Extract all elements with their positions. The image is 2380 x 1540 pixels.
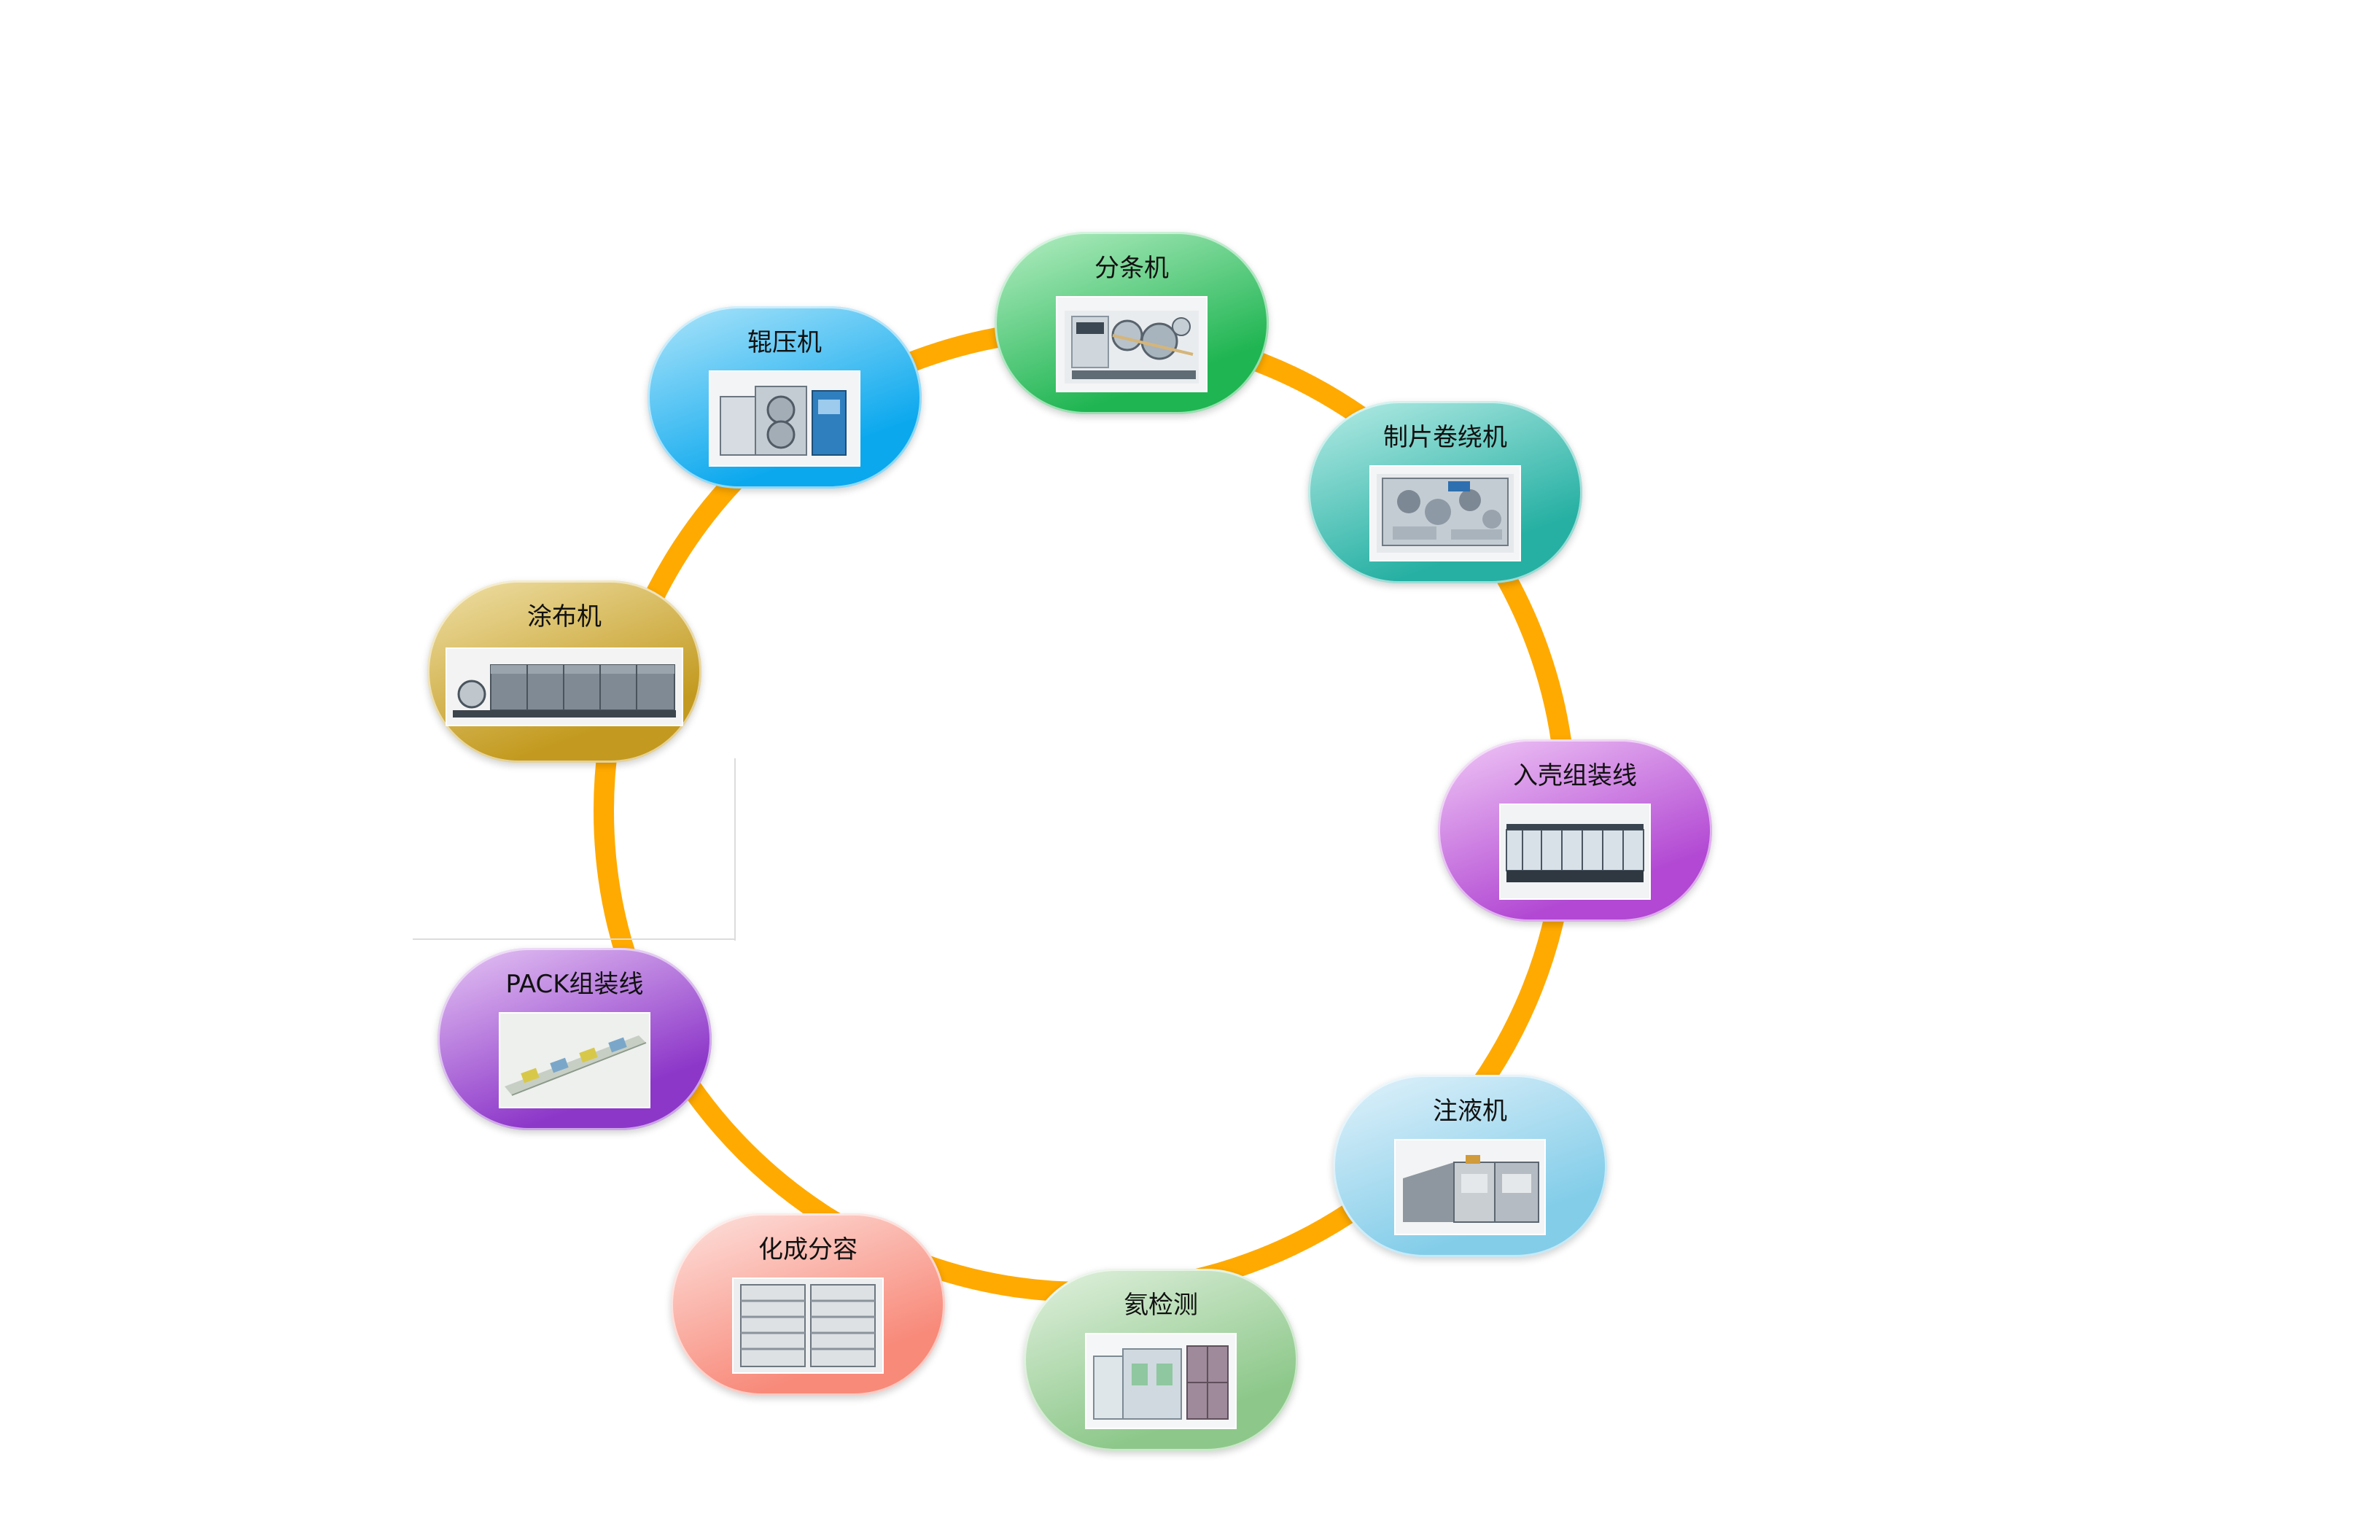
node-tubuji: 涂布机 — [427, 580, 701, 763]
rolling-press-icon — [710, 372, 859, 465]
formation-cabinet-icon — [734, 1279, 882, 1372]
node-label: 化成分容 — [758, 1235, 858, 1264]
coating-machine-photo — [446, 648, 683, 726]
node-label: 制片卷绕机 — [1383, 423, 1507, 452]
rolling-press-photo — [709, 370, 860, 467]
node-zhuye: 注液机 — [1333, 1075, 1607, 1257]
node-label: 涂布机 — [527, 602, 602, 631]
pack-line-photo — [499, 1012, 650, 1108]
node-ruke: 入壳组装线 — [1438, 739, 1712, 922]
node-label: 辊压机 — [747, 328, 822, 357]
node-label: 氦检测 — [1124, 1291, 1198, 1320]
assembly-line-icon — [1501, 805, 1649, 898]
node-pack: PACK组装线 — [438, 948, 712, 1130]
node-huacheng: 化成分容 — [671, 1213, 945, 1396]
node-label: 分条机 — [1094, 254, 1169, 283]
pack-line-icon — [500, 1014, 649, 1107]
node-label: 入壳组装线 — [1513, 761, 1637, 790]
slitting-machine-icon — [1065, 311, 1199, 384]
helium-test-photo — [1085, 1333, 1237, 1429]
node-gunyaji: 辊压机 — [648, 306, 922, 489]
assembly-line-photo — [1499, 804, 1651, 900]
helium-test-icon — [1086, 1334, 1235, 1428]
coating-machine-icon — [447, 649, 682, 725]
winding-machine-icon — [1377, 474, 1514, 553]
injection-machine-icon — [1396, 1140, 1544, 1234]
node-zhipian: 制片卷绕机 — [1308, 401, 1582, 583]
node-fentiaoji: 分条机 — [995, 232, 1269, 414]
stray-divider-vertical — [734, 758, 736, 941]
node-haijiance: 氦检测 — [1024, 1269, 1298, 1451]
formation-cabinet-photo — [732, 1278, 884, 1374]
winding-machine-photo — [1369, 465, 1521, 561]
node-label: PACK组装线 — [505, 970, 644, 999]
slitting-machine-photo — [1056, 296, 1208, 392]
stray-divider-horizontal — [413, 938, 736, 940]
node-label: 注液机 — [1433, 1097, 1507, 1126]
injection-machine-photo — [1394, 1139, 1546, 1235]
